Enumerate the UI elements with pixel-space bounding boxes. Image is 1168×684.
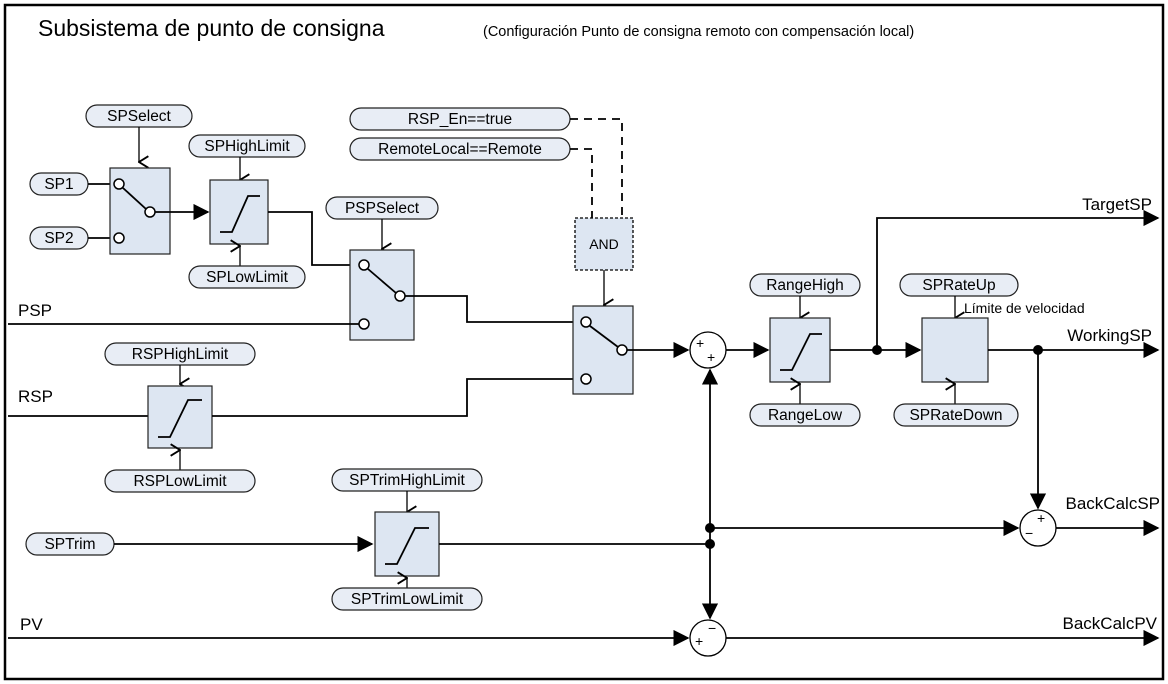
sp2-param: SP2 — [29, 226, 89, 250]
sp-rate-down-param: SPRateDown — [893, 403, 1019, 427]
backcalc-sp-output-label: BackCalcSP — [1066, 494, 1160, 513]
remote-local-param: RemoteLocal==Remote — [349, 137, 571, 161]
svg-text:RSPHighLimit: RSPHighLimit — [132, 346, 229, 363]
svg-text:+: + — [695, 633, 703, 649]
svg-text:RSPLowLimit: RSPLowLimit — [133, 473, 227, 490]
svg-text:SPTrimHighLimit: SPTrimHighLimit — [349, 472, 465, 489]
svg-text:RSP_En==true: RSP_En==true — [408, 111, 512, 128]
range-limiter-block — [769, 317, 831, 383]
sp-limiter-block — [209, 179, 269, 245]
sp-rate-up-param: SPRateUp — [899, 273, 1019, 297]
rsp-input-label: RSP — [18, 387, 53, 406]
svg-text:SP2: SP2 — [44, 230, 73, 247]
range-low-param: RangeLow — [749, 403, 861, 427]
rate-limiter-block — [921, 317, 989, 383]
sp-low-limit-param: SPLowLimit — [188, 265, 306, 289]
psp-to-remote-wire — [405, 295, 579, 323]
target-sp-wire — [876, 209, 1160, 350]
svg-text:SPLowLimit: SPLowLimit — [206, 269, 289, 286]
svg-text:RemoteLocal==Remote: RemoteLocal==Remote — [378, 141, 542, 158]
svg-text:AND: AND — [589, 236, 619, 252]
backcalc-pv-junction: − + — [689, 619, 727, 657]
remote-local-dashed-line — [570, 148, 593, 218]
sp-selector-switch — [109, 167, 171, 255]
sp-trim-param: SPTrim — [25, 532, 115, 556]
svg-text:SP1: SP1 — [44, 176, 73, 193]
svg-text:−: − — [1025, 525, 1033, 541]
and-gate: AND — [574, 217, 634, 271]
svg-text:+: + — [696, 335, 704, 351]
target-sp-output-label: TargetSP — [1082, 195, 1152, 214]
backcalc-sp-junction: − + — [1019, 509, 1057, 547]
sp-trim-high-limit-param: SPTrimHighLimit — [331, 468, 483, 492]
rsp-to-remote-wire — [212, 378, 579, 417]
sp-to-psp-wire — [268, 211, 358, 266]
svg-text:SPRateDown: SPRateDown — [909, 407, 1002, 424]
svg-text:−: − — [708, 620, 716, 636]
diagram-subtitle: (Configuración Punto de consigna remoto … — [483, 24, 914, 40]
psp-selector-switch — [349, 249, 415, 341]
sp-high-limit-param: SPHighLimit — [188, 134, 306, 158]
rsp-en-dashed-line — [570, 118, 623, 218]
remote-selector-switch — [572, 305, 634, 395]
svg-text:RangeHigh: RangeHigh — [766, 277, 844, 294]
svg-text:SPRateUp: SPRateUp — [922, 277, 995, 294]
svg-text:PSPSelect: PSPSelect — [345, 200, 420, 217]
working-sp-output-label: WorkingSP — [1067, 326, 1152, 345]
svg-text:SPTrim: SPTrim — [44, 536, 95, 553]
trim-sum-junction: + + — [689, 331, 727, 369]
diagram-title: Subsistema de punto de consigna — [38, 15, 385, 41]
rsp-low-limit-param: RSPLowLimit — [104, 469, 256, 493]
svg-text:SPSelect: SPSelect — [107, 108, 171, 125]
sp1-param: SP1 — [29, 172, 89, 196]
rate-limit-label: Límite de velocidad — [964, 300, 1085, 316]
svg-text:SPTrimLowLimit: SPTrimLowLimit — [351, 591, 464, 608]
range-high-param: RangeHigh — [749, 273, 861, 297]
diagram-frame — [3, 3, 1165, 681]
svg-text:+: + — [707, 349, 715, 365]
rsp-en-param: RSP_En==true — [349, 107, 571, 131]
backcalc-pv-output-label: BackCalcPV — [1063, 614, 1158, 633]
svg-text:+: + — [1037, 510, 1045, 526]
sp-select-param: SPSelect — [85, 104, 193, 128]
rsp-high-limit-param: RSPHighLimit — [104, 342, 256, 366]
psp-select-param: PSPSelect — [325, 196, 439, 220]
sp-trim-limiter-block — [374, 511, 440, 577]
svg-text:RangeLow: RangeLow — [768, 407, 843, 424]
sp-trim-low-limit-param: SPTrimLowLimit — [331, 587, 483, 611]
pv-input-label: PV — [20, 615, 43, 634]
rsp-limiter-block — [147, 385, 213, 449]
svg-text:SPHighLimit: SPHighLimit — [204, 138, 290, 155]
psp-input-label: PSP — [18, 301, 52, 320]
